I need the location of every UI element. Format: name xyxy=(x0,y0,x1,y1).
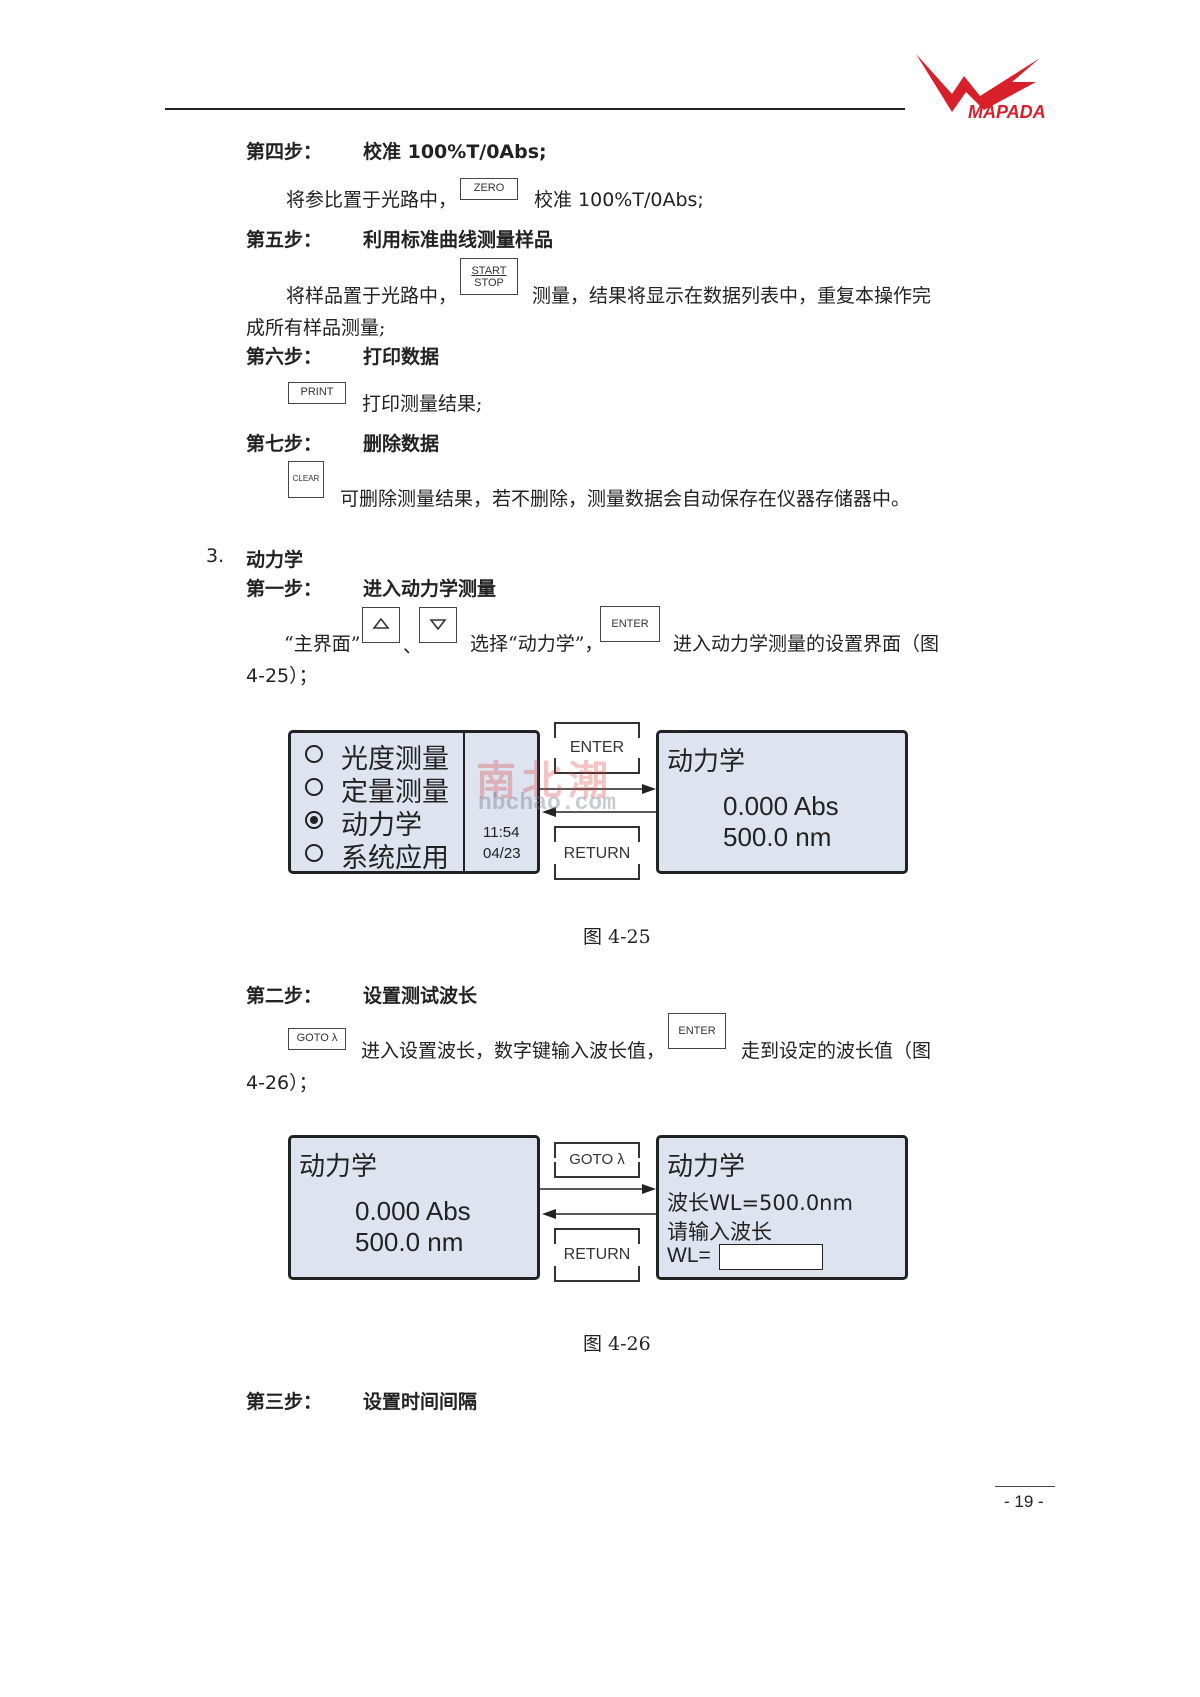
fig26-goto-button[interactable]: GOTO λ xyxy=(554,1142,640,1178)
menu-label: 系统应用 xyxy=(341,843,449,874)
arrow-right-icon xyxy=(642,784,656,794)
menu-label: 动力学 xyxy=(341,810,422,841)
step4-text-before: 将参比置于光路中， xyxy=(286,189,458,211)
menu-label: 定量测量 xyxy=(341,777,449,808)
fig25-return-button[interactable]: RETURN xyxy=(554,826,640,880)
enter-key[interactable]: ENTER xyxy=(600,606,660,642)
step7-label: 第七步： xyxy=(246,433,323,455)
arrow-right-icon xyxy=(642,1184,656,1194)
step4-title: 校准 100%T/0Abs; xyxy=(363,141,547,163)
mapada-logo: MAPADA xyxy=(912,48,1084,124)
wavelength-line: 波长WL=500.0nm xyxy=(667,1191,853,1215)
s3step1-after: 进入动力学测量的设置界面（图 xyxy=(673,633,940,655)
s3step3-label: 第三步： xyxy=(246,1391,323,1413)
step5-title: 利用标准曲线测量样品 xyxy=(363,229,554,251)
step5-text-before: 将样品置于光路中， xyxy=(286,285,458,307)
fig25-divider xyxy=(463,733,465,871)
s3step2-title: 设置测试波长 xyxy=(363,985,478,1007)
step6-label: 第六步： xyxy=(246,346,323,368)
arrow-left-icon xyxy=(542,807,556,817)
clear-key[interactable]: CLEAR xyxy=(288,461,324,498)
return-label: RETURN xyxy=(563,845,631,862)
enter-key-2[interactable]: ENTER xyxy=(668,1013,726,1049)
print-key[interactable]: PRINT xyxy=(288,382,346,404)
s3step1-quote: “主界面” xyxy=(284,633,361,655)
footer-rule xyxy=(995,1486,1055,1487)
clock-time: 11:54 xyxy=(483,824,520,841)
clock-date: 04/23 xyxy=(483,845,521,862)
header-rule xyxy=(165,108,905,110)
logo-text: MAPADA xyxy=(968,102,1046,122)
down-arrow-key[interactable] xyxy=(419,607,457,643)
up-arrow-icon xyxy=(372,617,390,629)
fig25-kinetics-screen: 动力学 0.000 Abs 500.0 nm xyxy=(656,730,908,874)
kinetics-title: 动力学 xyxy=(667,1152,746,1182)
step6-title: 打印数据 xyxy=(363,346,440,368)
radio-selected-icon xyxy=(305,811,323,829)
step5-text-after: 测量，结果将显示在数据列表中，重复本操作完 xyxy=(532,285,932,307)
goto-label: GOTO λ xyxy=(569,1151,625,1168)
s3step1-label: 第一步： xyxy=(246,578,323,600)
return-label: RETURN xyxy=(563,1246,631,1263)
fig25-caption: 图 4-25 xyxy=(583,926,651,948)
step5-text-line2: 成所有样品测量; xyxy=(246,317,386,339)
fig25-menu-screen: 光度测量 定量测量 动力学 系统应用 11:54 04/23 xyxy=(288,730,540,874)
s3step2-label: 第二步： xyxy=(246,985,323,1007)
fig26-wavelength-input-screen: 动力学 波长WL=500.0nm 请输入波长 WL= xyxy=(656,1135,908,1280)
fig26-return-button[interactable]: RETURN xyxy=(554,1228,640,1282)
wl-input-field[interactable] xyxy=(719,1244,823,1270)
input-prompt: 请输入波长 xyxy=(667,1220,772,1244)
page-number: - 19 - xyxy=(1004,1492,1044,1511)
radio-icon xyxy=(305,745,323,763)
s3step3-title: 设置时间间隔 xyxy=(363,1391,478,1413)
fig25-enter-button[interactable]: ENTER xyxy=(554,722,640,774)
s3step2-after: 走到设定的波长值（图 xyxy=(741,1040,932,1062)
step6-text-after: 打印测量结果; xyxy=(362,393,483,415)
step5-label: 第五步： xyxy=(246,229,323,251)
step7-text-after: 可删除测量结果，若不删除，测量数据会自动保存在仪器存储器中。 xyxy=(340,488,911,510)
wl-input-label: WL= xyxy=(667,1244,711,1267)
s3step1-line2: 4-25）； xyxy=(246,665,318,687)
fig25-arrows xyxy=(540,784,658,817)
step4-label: 第四步： xyxy=(246,141,323,163)
wavelength-value: 500.0 nm xyxy=(355,1227,464,1257)
wavelength-value: 500.0 nm xyxy=(723,822,832,852)
section3-number: 3. xyxy=(206,545,225,567)
up-arrow-key[interactable] xyxy=(362,607,400,643)
s3step1-title: 进入动力学测量 xyxy=(363,578,497,600)
fig26-kinetics-screen: 动力学 0.000 Abs 500.0 nm xyxy=(288,1135,540,1280)
down-arrow-icon xyxy=(429,619,447,631)
fig26-caption: 图 4-26 xyxy=(583,1333,651,1355)
radio-icon xyxy=(305,778,323,796)
key-separator: 、 xyxy=(403,635,423,657)
goto-key[interactable]: GOTO λ xyxy=(288,1028,346,1050)
start-label: START xyxy=(471,265,507,277)
step4-text-after: 校准 100%T/0Abs; xyxy=(534,189,704,211)
enter-label: ENTER xyxy=(569,739,625,756)
watermark-en: nbchao.com xyxy=(478,790,617,816)
step7-title: 删除数据 xyxy=(363,433,440,455)
s3step1-mid: 选择“动力学”， xyxy=(470,633,604,655)
radio-icon xyxy=(305,844,323,862)
abs-value: 0.000 Abs xyxy=(355,1196,471,1226)
kinetics-title: 动力学 xyxy=(299,1152,378,1182)
s3step2-line2: 4-26）； xyxy=(246,1072,318,1094)
section3-title: 动力学 xyxy=(246,549,304,571)
fig26-arrows xyxy=(540,1184,658,1219)
stop-label: STOP xyxy=(474,277,504,289)
s3step2-mid: 进入设置波长，数字键输入波长值， xyxy=(361,1040,666,1062)
arrow-left-icon xyxy=(542,1209,556,1219)
menu-label: 光度测量 xyxy=(341,744,449,775)
abs-value: 0.000 Abs xyxy=(723,791,839,821)
start-stop-key[interactable]: START STOP xyxy=(460,258,518,295)
watermark-cn: 南北潮 xyxy=(476,758,614,804)
kinetics-title: 动力学 xyxy=(667,747,746,777)
zero-key[interactable]: ZERO xyxy=(460,178,518,200)
